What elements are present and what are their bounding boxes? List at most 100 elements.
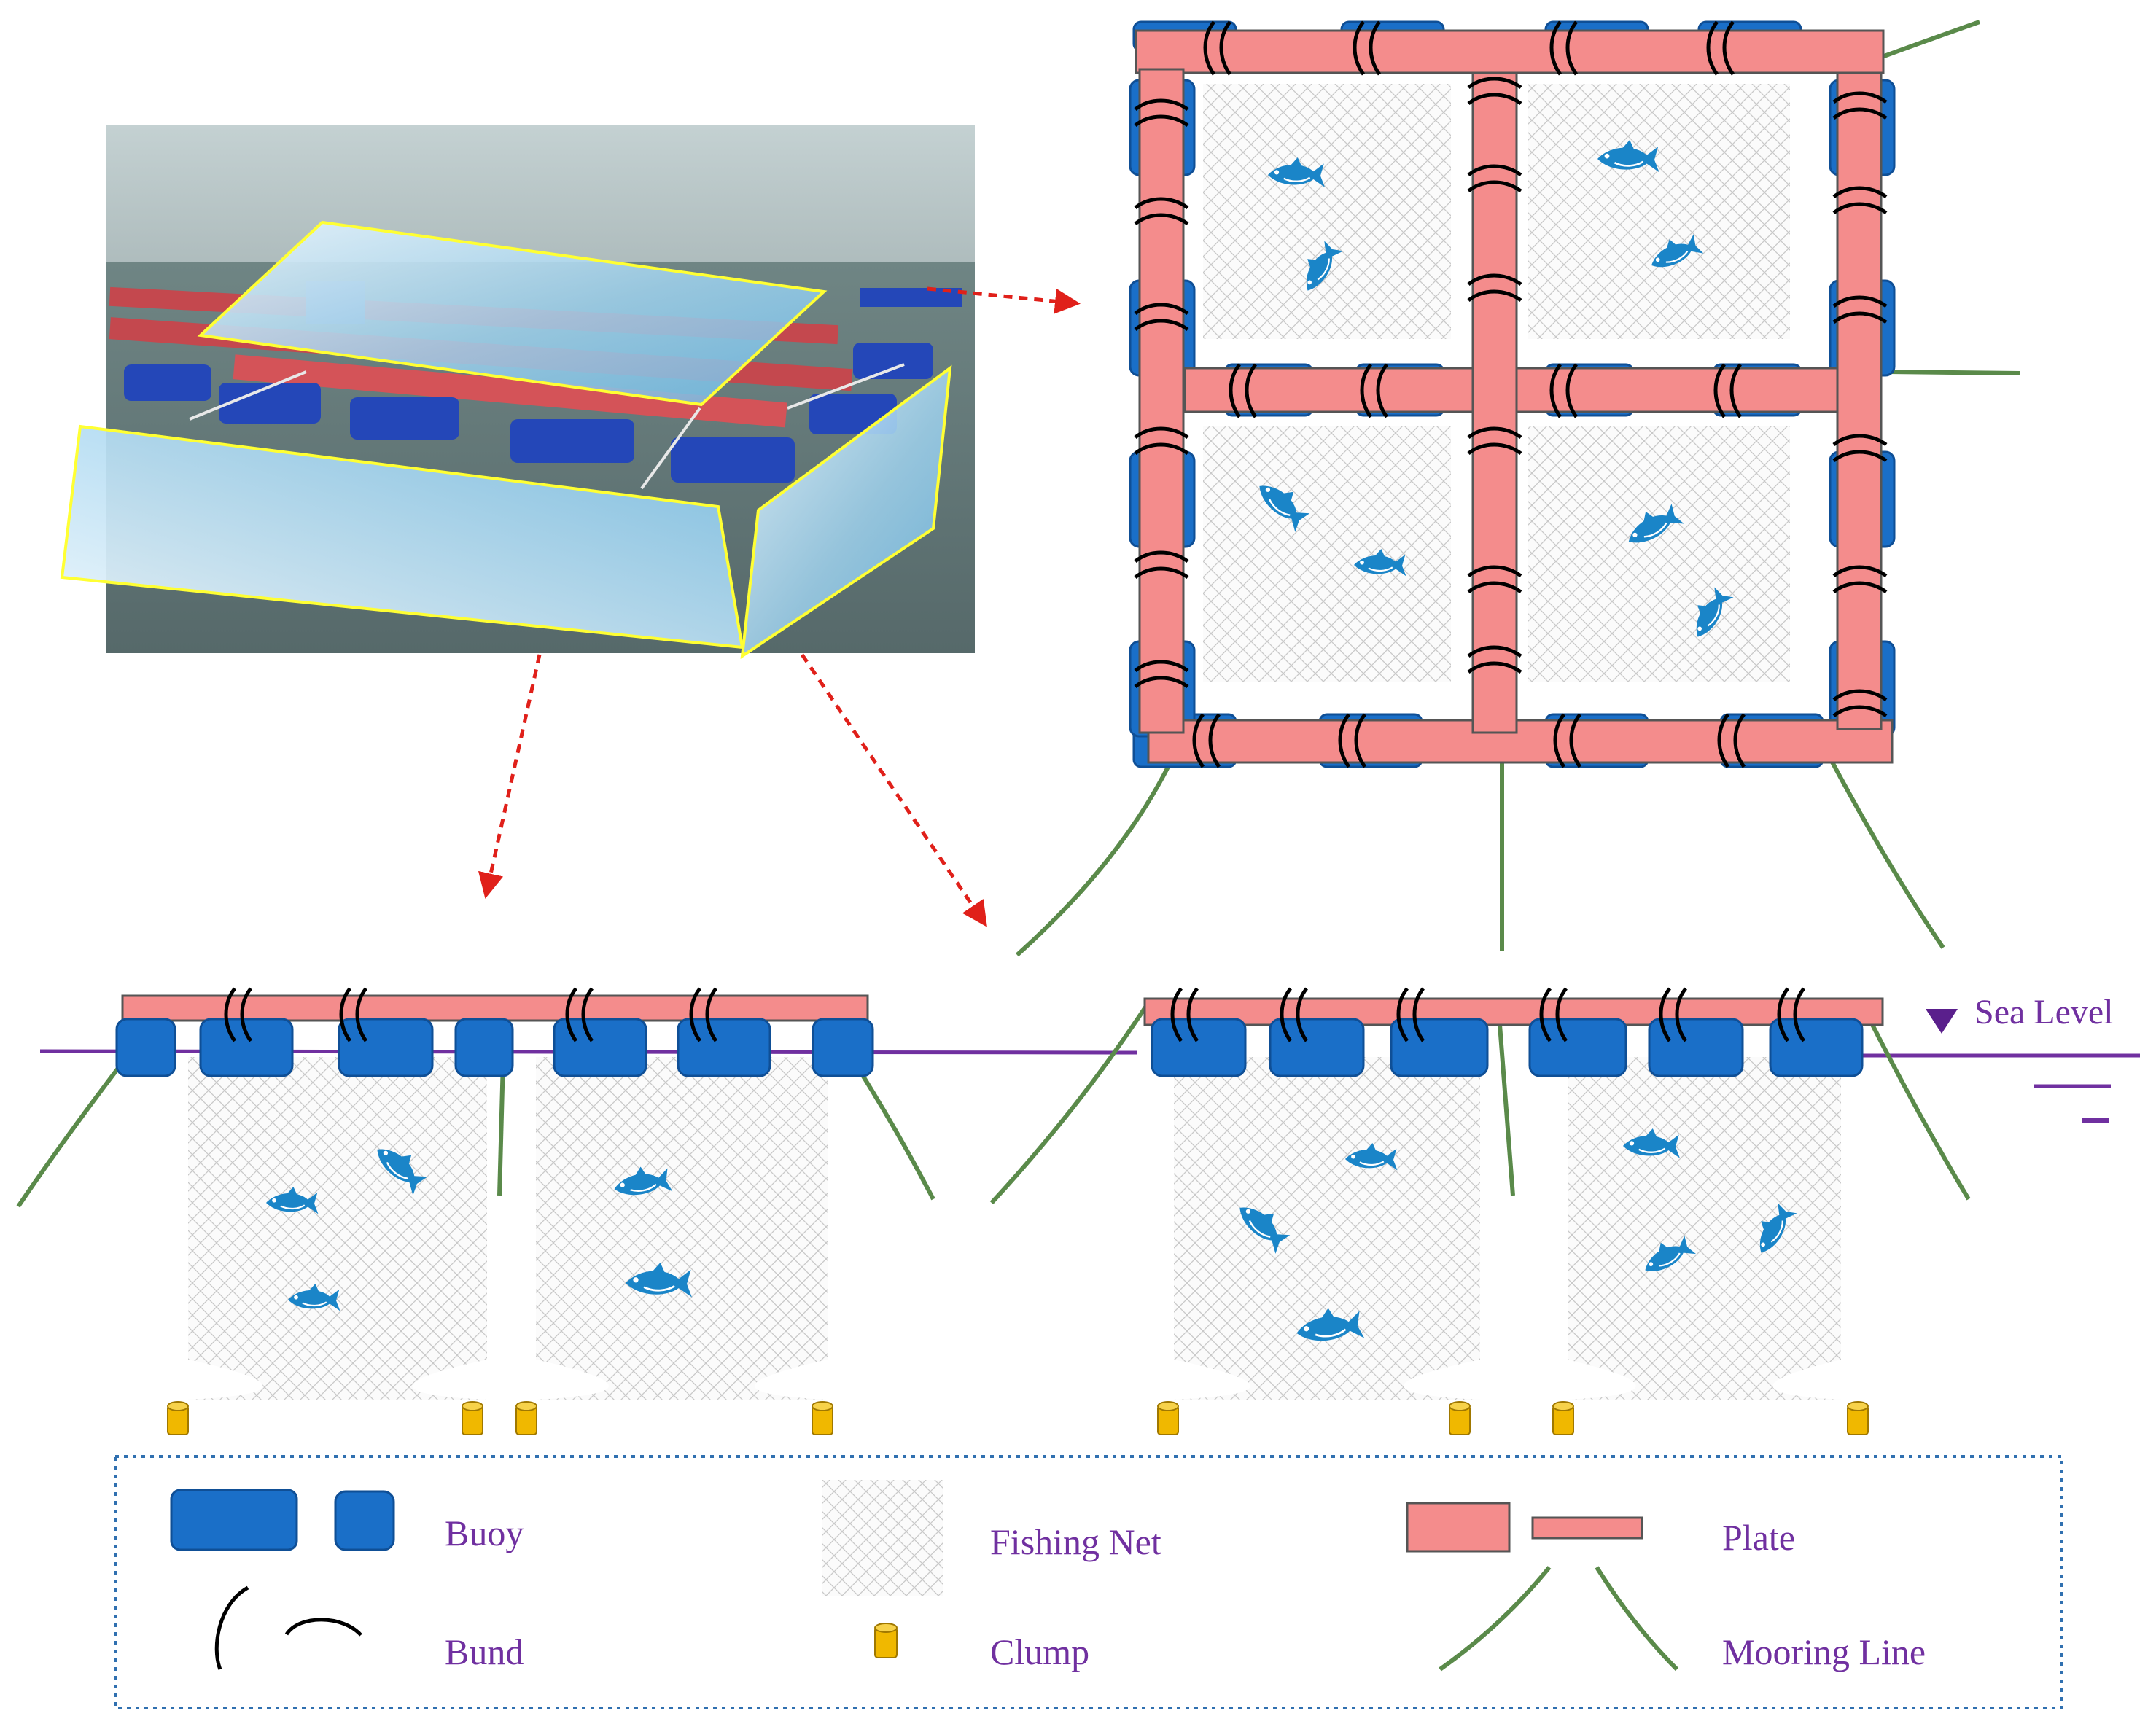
fishing-net (1174, 1057, 1480, 1400)
sea-level-label: Sea Level (1974, 993, 2114, 1031)
buoy (1528, 1018, 1627, 1077)
top-bund (1467, 273, 1522, 303)
right-side-view (989, 987, 1971, 1435)
bund-loop (1467, 581, 1522, 594)
fishing-net (536, 1057, 828, 1400)
top-bund (1467, 426, 1522, 456)
top-bund (1467, 77, 1522, 106)
bund-loop (1338, 713, 1351, 768)
plate-left (1138, 68, 1185, 734)
legend-mooring-line-label: Mooring Line (1722, 1631, 1926, 1672)
legend-buoy-label: Buoy (445, 1513, 524, 1553)
bund-loop (1186, 987, 1199, 1042)
bund-loop (1467, 289, 1522, 303)
top-bund (1549, 363, 1579, 418)
arrow-to-left-side-view (478, 654, 542, 899)
bund-loop (224, 987, 237, 1042)
clump-top (1847, 1401, 1869, 1411)
bund-loop (1467, 93, 1522, 106)
top-bund (1832, 565, 1888, 594)
bund-loop (1713, 363, 1727, 418)
bund-loop (1467, 180, 1522, 193)
top-bund (1706, 20, 1735, 76)
clump (1449, 1401, 1471, 1435)
top-bund (1832, 91, 1888, 120)
bund-loop (1467, 661, 1522, 674)
top-bund (1832, 295, 1888, 324)
side-bund (1777, 987, 1806, 1042)
bund-loop (1832, 295, 1888, 308)
net-cell-1 (1203, 84, 1451, 339)
top-bund (1134, 98, 1189, 128)
bund-loop (1706, 20, 1719, 76)
bund-loop (1296, 987, 1309, 1042)
legend-plate-symbol (1406, 1502, 1643, 1553)
top-bund (1192, 713, 1221, 768)
bund-loop (355, 987, 368, 1042)
bund-loop (1134, 676, 1189, 689)
plate (121, 994, 869, 1022)
top-view (1015, 20, 2020, 957)
top-bund (1549, 20, 1579, 76)
bund-loop (1134, 550, 1189, 563)
arrow-to-top-view (927, 286, 1081, 314)
clump-top (1157, 1401, 1179, 1411)
side-bund (1170, 987, 1199, 1042)
bund-loop (1832, 434, 1888, 447)
side-bunds (224, 987, 718, 1042)
legend-clump-label: Clump (990, 1631, 1089, 1672)
clump (1847, 1401, 1869, 1435)
bund-loop (1134, 197, 1189, 210)
fishing-net (1568, 1057, 1841, 1400)
bund-loop (1569, 713, 1582, 768)
bund-loop (1467, 442, 1522, 456)
bund-loop (1832, 450, 1888, 463)
bund-loop (1134, 442, 1189, 456)
bund-loop (1565, 363, 1579, 418)
bund-loop (1659, 987, 1672, 1042)
bund-loop (1229, 363, 1242, 418)
bund-loop (705, 987, 718, 1042)
top-bund (1134, 550, 1189, 580)
bund-loop (1467, 77, 1522, 90)
bund-loop (1722, 20, 1735, 76)
clump (1552, 1401, 1574, 1435)
bund-loop (1467, 645, 1522, 658)
bund-loop (1729, 363, 1743, 418)
bund-loop (1203, 20, 1216, 76)
buoy (1769, 1018, 1864, 1077)
bund-loop (1832, 311, 1888, 324)
bund-loop (1219, 20, 1232, 76)
bund-loop (1134, 114, 1189, 128)
top-bund (1832, 689, 1888, 718)
bund-loop (581, 987, 594, 1042)
bund-loop (1777, 987, 1790, 1042)
bund-loop (1832, 689, 1888, 702)
bund-loop (565, 987, 578, 1042)
bund-loop (1733, 713, 1746, 768)
bund-loop (1376, 363, 1389, 418)
top-bund (1134, 660, 1189, 689)
bund-loop (1134, 660, 1189, 673)
net-cell-4 (1528, 426, 1790, 682)
bund-loop (1832, 107, 1888, 120)
buoy (1269, 1018, 1365, 1077)
bund-loop (1134, 213, 1189, 226)
bund-loop (339, 987, 352, 1042)
legend-bund-symbol (214, 1585, 362, 1670)
bund-loop (1555, 987, 1568, 1042)
side-mooring-lines (989, 1005, 1971, 1205)
side-bund (689, 987, 718, 1042)
clump-top (515, 1401, 537, 1411)
clump (812, 1401, 833, 1435)
cage-photo (60, 125, 975, 660)
top-bund (1134, 197, 1189, 226)
bund-loop (1832, 705, 1888, 718)
buoy (553, 1018, 647, 1077)
top-bund (1467, 164, 1522, 193)
top-view-mooring-lines (1015, 20, 2020, 957)
sea-level-triangle (1926, 1009, 1958, 1034)
legend-buoy-symbol (170, 1489, 395, 1551)
top-view-bunds (1134, 20, 1888, 768)
top-view-nets (1203, 84, 1790, 682)
